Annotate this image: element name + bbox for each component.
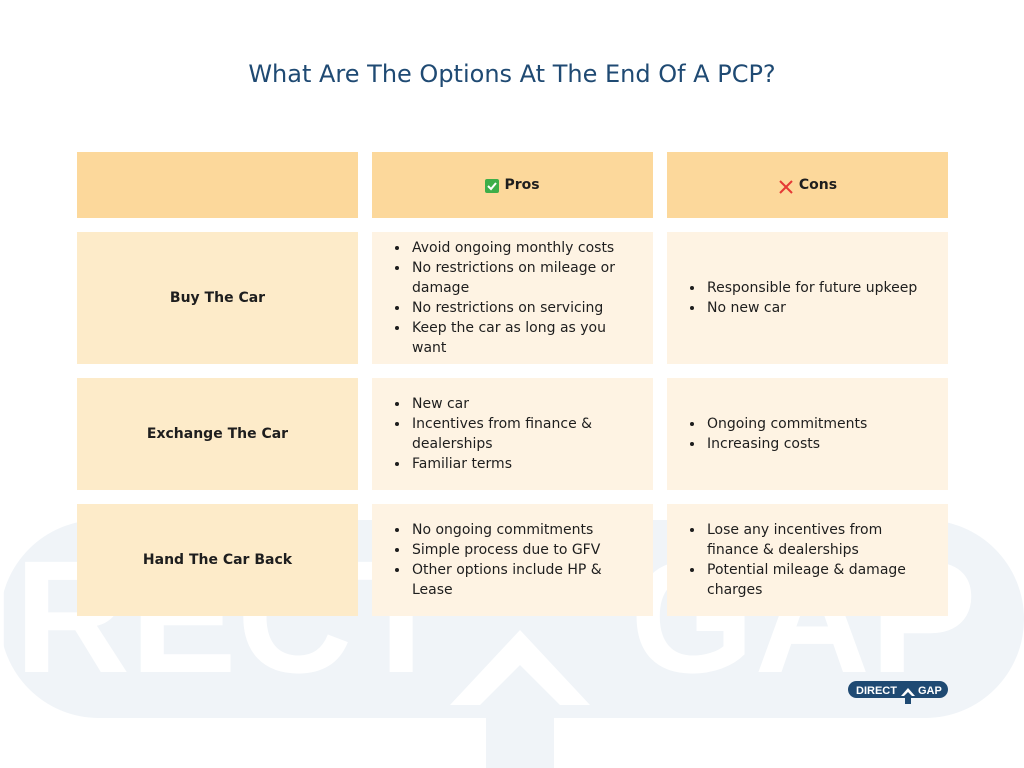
- list-item: No ongoing commitments: [410, 520, 639, 540]
- list-item: Familiar terms: [410, 454, 639, 474]
- pros-cell-hand-back: No ongoing commitments Simple process du…: [372, 504, 653, 616]
- header-pros: Pros: [372, 152, 653, 218]
- cons-cell-exchange: Ongoing commitments Increasing costs: [667, 378, 948, 490]
- header-cons: Cons: [667, 152, 948, 218]
- list-item: New car: [410, 394, 639, 414]
- pros-list: New car Incentives from finance & dealer…: [390, 394, 639, 474]
- pros-list: No ongoing commitments Simple process du…: [390, 520, 639, 600]
- cons-cell-buy: Responsible for future upkeep No new car: [667, 232, 948, 364]
- list-item: No restrictions on mileage or damage: [410, 258, 639, 298]
- row-label-buy: Buy The Car: [77, 232, 358, 364]
- pros-cell-buy: Avoid ongoing monthly costs No restricti…: [372, 232, 653, 364]
- header-pros-label: Pros: [504, 177, 540, 193]
- page-title: What Are The Options At The End Of A PCP…: [248, 60, 776, 88]
- list-item: Responsible for future upkeep: [705, 278, 917, 298]
- pros-cell-exchange: New car Incentives from finance & dealer…: [372, 378, 653, 490]
- check-icon: [485, 179, 500, 193]
- list-item: Keep the car as long as you want: [410, 318, 639, 358]
- list-item: Ongoing commitments: [705, 414, 867, 434]
- header-cons-label: Cons: [798, 177, 838, 193]
- cons-list: Responsible for future upkeep No new car: [685, 278, 917, 318]
- list-item: Avoid ongoing monthly costs: [410, 238, 639, 258]
- logo-text-right: GAP: [918, 685, 942, 697]
- list-item: No new car: [705, 298, 917, 318]
- row-label-exchange: Exchange The Car: [77, 378, 358, 490]
- cross-icon: [779, 180, 793, 194]
- list-item: Simple process due to GFV: [410, 540, 639, 560]
- list-item: Lose any incentives from finance & deale…: [705, 520, 934, 560]
- row-label-hand-back: Hand The Car Back: [77, 504, 358, 616]
- cons-list: Lose any incentives from finance & deale…: [685, 520, 934, 600]
- row-label-text: Exchange The Car: [146, 426, 289, 442]
- header-empty-cell: [77, 152, 358, 218]
- logo-text-left: DIRECT: [856, 685, 897, 697]
- list-item: Increasing costs: [705, 434, 867, 454]
- list-item: Incentives from finance & dealerships: [410, 414, 639, 454]
- row-label-text: Buy The Car: [169, 290, 266, 306]
- row-label-text: Hand The Car Back: [142, 552, 293, 568]
- cons-list: Ongoing commitments Increasing costs: [685, 414, 867, 454]
- direct-gap-logo: DIRECT GAP: [848, 681, 948, 704]
- list-item: Other options include HP & Lease: [410, 560, 639, 600]
- list-item: No restrictions on servicing: [410, 298, 639, 318]
- list-item: Potential mileage & damage charges: [705, 560, 934, 600]
- cons-cell-hand-back: Lose any incentives from finance & deale…: [667, 504, 948, 616]
- pros-list: Avoid ongoing monthly costs No restricti…: [390, 238, 639, 358]
